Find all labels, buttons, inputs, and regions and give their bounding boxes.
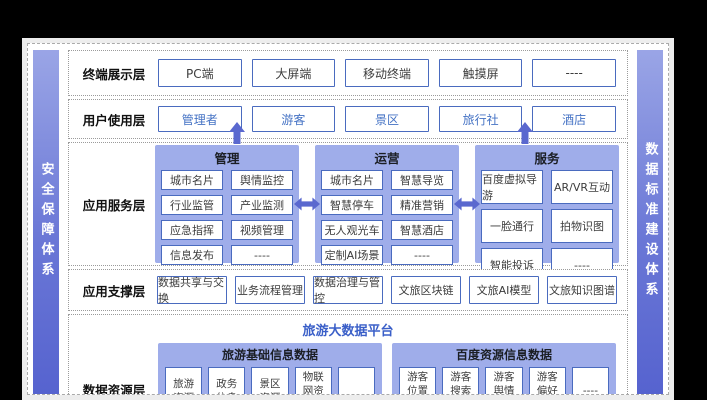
user-item: 管理者 [158, 106, 242, 132]
service-item: 信息发布 [161, 245, 223, 265]
layer-label: 应用支撑层 [82, 283, 146, 299]
service-item: 智慧导览 [391, 170, 453, 190]
service-item: 智慧酒店 [391, 220, 453, 240]
group-title: 管理 [214, 151, 240, 166]
service-item: 智慧停车 [321, 195, 383, 215]
bidirectional-arrow-icon [454, 197, 480, 211]
user-item: 旅行社 [438, 106, 523, 132]
data-item: 政务信息资源 [208, 367, 246, 394]
terminal-item: 移动终端 [345, 59, 429, 87]
support-item: 文旅知识图谱 [547, 276, 617, 304]
diagram-outer-frame: 安全保障体系 数据标准建设体系 终端展示层 PC端 大屏端 移动终端 触摸屏 -… [22, 38, 674, 400]
support-item: 文旅AI模型 [469, 276, 539, 304]
service-item: 城市名片 [161, 170, 223, 190]
data-item: 景区资源信息 [251, 367, 289, 394]
layer-label: 终端展示层 [82, 66, 146, 82]
data-item: 旅游资源信息 [165, 367, 203, 394]
user-item: 景区 [345, 106, 429, 132]
service-item: 行业监管 [161, 195, 223, 215]
data-group-baidu-resource: 百度资源信息数据 游客位置数据 游客搜索数据 游客舆情数据 游客偏好数据 ---… [392, 343, 616, 394]
support-item: 数据共享与交换 [157, 276, 227, 305]
layer-user-usage: 用户使用层 管理者 游客 景区 旅行社 酒店 [68, 99, 628, 139]
service-item: 精准营销 [391, 195, 453, 215]
layer-label: 应用服务层 [82, 197, 146, 213]
service-item: ---- [391, 245, 453, 265]
terminal-item: ---- [532, 59, 616, 87]
up-arrow-icon [517, 122, 533, 144]
group-title: 服务 [534, 151, 560, 166]
data-item: 游客搜索数据 [442, 367, 480, 394]
layer-terminal-display: 终端展示层 PC端 大屏端 移动终端 触摸屏 ---- [68, 50, 628, 96]
service-item: 产业监测 [231, 195, 293, 215]
layer-application-service: 应用服务层 管理 城市名片 舆情监控 行业监管 产业监测 应急指挥 视频管理 信… [68, 142, 628, 282]
data-group-tourism-basic: 旅游基础信息数据 旅游资源信息 政务信息资源 景区资源信息 物联网资源信息 --… [158, 343, 382, 394]
data-item: 游客偏好数据 [528, 367, 566, 394]
terminal-item: 大屏端 [251, 59, 336, 87]
architecture-diagram-panel: 安全保障体系 数据标准建设体系 终端展示层 PC端 大屏端 移动终端 触摸屏 -… [27, 43, 669, 395]
data-item: ---- [337, 367, 376, 394]
layer-application-support: 应用支撑层 数据共享与交换 业务流程管理 数据治理与管控 文旅区块链 文旅AI模… [68, 269, 628, 311]
service-item: 舆情监控 [231, 170, 293, 190]
data-group-title: 百度资源信息数据 [455, 348, 552, 362]
layer-label: 用户使用层 [82, 112, 146, 128]
service-item: 定制AI场景 [321, 245, 383, 265]
service-item: 一脸通行 [481, 209, 543, 243]
security-system-label: 安全保障体系 [38, 162, 54, 282]
layer-label: 数据资源层 [82, 382, 146, 395]
data-item: 物联网资源信息 [294, 367, 332, 394]
service-item: 拍物识图 [551, 209, 613, 243]
service-item: AR/VR互动 [551, 170, 613, 204]
data-item: 游客舆情数据 [485, 367, 523, 394]
security-system-sidebar: 安全保障体系 [33, 50, 59, 394]
layer-data-resource: 旅游大数据平台 数据资源层 旅游基础信息数据 旅游资源信息 政务信息资源 景区资… [68, 314, 628, 395]
terminal-item: PC端 [158, 59, 242, 87]
group-title: 运营 [374, 151, 400, 166]
big-data-platform-title: 旅游大数据平台 [302, 324, 394, 339]
layers-container: 终端展示层 PC端 大屏端 移动终端 触摸屏 ---- 用户使用层 管理者 游客… [68, 50, 628, 394]
service-item: 百度虚拟导游 [481, 170, 543, 204]
service-item: 视频管理 [231, 220, 293, 240]
service-item: 城市名片 [321, 170, 383, 190]
data-standard-label: 数据标准建设体系 [642, 142, 658, 302]
user-item: 酒店 [532, 106, 616, 132]
terminal-item: 触摸屏 [438, 59, 523, 87]
support-item: 文旅区块链 [391, 276, 461, 304]
bidirectional-arrow-icon [294, 197, 320, 211]
service-group-management: 管理 城市名片 舆情监控 行业监管 产业监测 应急指挥 视频管理 信息发布 --… [155, 145, 299, 265]
support-item: 业务流程管理 [235, 276, 305, 304]
service-item: 应急指挥 [161, 220, 223, 240]
service-item: 无人观光车 [321, 220, 383, 240]
data-item: ---- [571, 367, 610, 394]
service-group-service: 服务 百度虚拟导游 AR/VR互动 一脸通行 拍物识图 智能投诉 ---- [475, 145, 619, 282]
data-standard-sidebar: 数据标准建设体系 [637, 50, 663, 394]
data-item: 游客位置数据 [399, 367, 437, 394]
service-item: ---- [231, 245, 293, 265]
up-arrow-icon [229, 122, 245, 144]
user-item: 游客 [251, 106, 336, 132]
support-item: 数据治理与管控 [313, 276, 383, 305]
service-group-operation: 运营 城市名片 智慧导览 智慧停车 精准营销 无人观光车 智慧酒店 定制AI场景… [315, 145, 459, 265]
data-group-title: 旅游基础信息数据 [221, 348, 318, 362]
